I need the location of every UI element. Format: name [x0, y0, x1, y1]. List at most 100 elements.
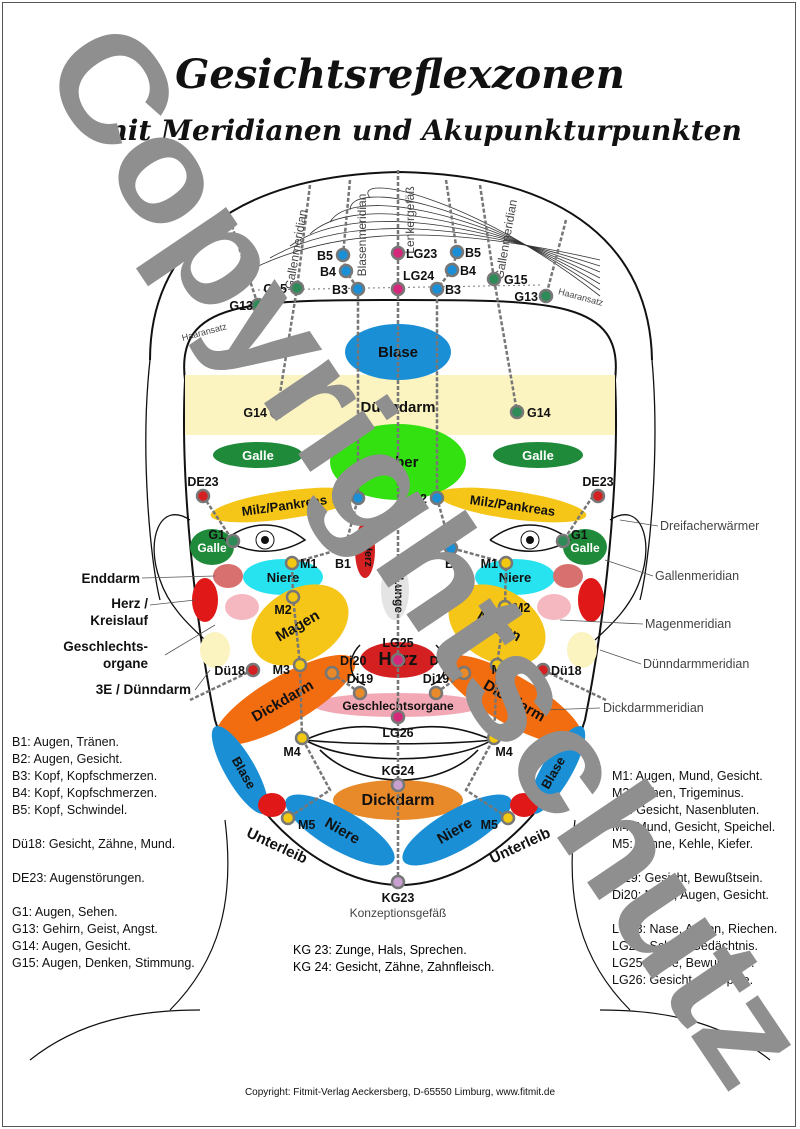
acupoint-label: Di20	[430, 654, 456, 668]
zone-milz-pankreas	[210, 487, 360, 523]
acupoint-label: B4	[320, 265, 336, 279]
legend-line: Di19: Gesicht, Bewußtsein.	[612, 871, 763, 885]
zone-magen	[448, 584, 546, 666]
side-label-left: Herz /	[111, 596, 148, 611]
meridian-label: Lenkergefäß	[403, 186, 417, 253]
iris	[520, 530, 540, 550]
acupoint-label: M2	[513, 601, 530, 615]
zone-galle-label: Galle	[197, 541, 227, 555]
leader-line	[194, 669, 211, 691]
acupoint-label: Dü18	[551, 664, 582, 678]
side-label-left: Enddarm	[81, 571, 140, 586]
legend-line: B5: Kopf, Schwindel.	[12, 803, 128, 817]
legend-line: G1: Augen, Sehen.	[12, 905, 118, 919]
meridian-line	[478, 184, 519, 413]
legend-line: LG23: Nase, Augen, Riechen.	[612, 922, 778, 936]
zone-niere	[285, 794, 395, 866]
acupoint-b1	[337, 540, 353, 556]
legend-line: G13: Gehirn, Geist, Angst.	[12, 922, 158, 936]
zone-galle	[563, 529, 607, 565]
acupoint-m4	[294, 730, 310, 746]
legend-line: Dü18: Gesicht, Zähne, Mund.	[12, 837, 176, 851]
acupoint-g14	[509, 404, 525, 420]
zone-herz-label: Herz	[362, 543, 374, 567]
acupoint-label: B5	[317, 249, 333, 263]
legend-line: G14: Augen, Gesicht.	[12, 939, 131, 953]
legend-line: M2: Sehen, Trigeminus.	[612, 786, 745, 800]
acupoint-label: DE23	[582, 475, 613, 489]
reflex-spot	[553, 564, 583, 588]
legend-line: KG 23: Zunge, Hals, Sprechen.	[293, 943, 467, 957]
zone-leber-label: Leber	[378, 454, 419, 471]
acupoint-g1	[555, 533, 571, 549]
leader-line	[559, 619, 644, 625]
page-subtitle: mit Meridianen und Akupunkturpunkten	[98, 114, 742, 147]
acupoint-lg24	[390, 281, 406, 297]
acupoint-label: G13	[514, 290, 538, 304]
acupoint-label: B4	[460, 264, 476, 278]
zone-galle	[190, 529, 234, 565]
acupoint-g15	[289, 280, 305, 296]
reflex-spot	[578, 578, 604, 622]
copyright-notice: Copyright: Fitmit-Verlag Aeckersberg, D-…	[244, 1087, 556, 1098]
side-label-right: Dünndarmmeridian	[643, 657, 749, 671]
acupoint-b5	[449, 244, 465, 260]
zone-lunge-label: Lunge	[392, 577, 406, 613]
zone-galle-label: Galle	[242, 448, 274, 463]
acupoint-label: M3	[492, 663, 509, 677]
acupoint-label: LG23	[406, 247, 437, 261]
acupoint-label: M3	[273, 663, 290, 677]
reflex-spot	[192, 578, 218, 622]
acupoint-label: M2	[274, 603, 291, 617]
iris	[255, 530, 275, 550]
hair-strand	[289, 221, 601, 273]
legend-right: M1: Augen, Mund, Gesicht.M2: Sehen, Trig…	[612, 768, 777, 989]
acupoint-m2	[285, 589, 301, 605]
zone-lunge	[381, 560, 409, 620]
acupoint-label: B2	[411, 492, 427, 506]
hair-strand	[269, 228, 601, 267]
legend-line: M5: Zähne, Kehle, Kiefer.	[612, 837, 754, 851]
zone-magen	[251, 584, 349, 666]
acupoint-label: Di19	[423, 672, 449, 686]
reflex-spot	[567, 632, 597, 668]
legend-line: LG24: Schlaf, Gedächtnis.	[612, 939, 758, 953]
zone-blase	[211, 726, 269, 814]
zone-dickdarm	[214, 654, 356, 746]
pupil	[526, 536, 534, 544]
hair-strand	[249, 234, 601, 271]
acupoint-di20	[456, 665, 472, 681]
acupoint-m1	[284, 555, 300, 571]
meridian-line	[435, 179, 509, 820]
acupoint-m4	[486, 730, 502, 746]
acupoint-dü18	[535, 662, 551, 678]
acupoint-b2	[429, 490, 445, 506]
legend-line: M3: Gesicht, Nasenbluten.	[612, 803, 760, 817]
page-title: Gesichtsreflexzonen	[175, 51, 625, 98]
acupoint-de23	[195, 488, 211, 504]
acupoint-label: B2	[332, 492, 348, 506]
acupoint-di19	[352, 685, 368, 701]
acupoint-di20	[324, 665, 340, 681]
zone-blase	[528, 726, 586, 814]
acupoint-m1	[498, 555, 514, 571]
zone-dickdarm	[441, 654, 583, 746]
zone-niere	[402, 794, 512, 866]
acupoint-label: G1	[208, 528, 225, 542]
meridian-line	[228, 219, 260, 306]
ears	[153, 514, 647, 641]
nose	[350, 644, 446, 686]
acupoint-b3	[429, 281, 445, 297]
acupoint-label: B3	[332, 283, 348, 297]
acupoint-label: KG23	[382, 891, 415, 905]
reflex-spot	[200, 632, 230, 668]
acupoint-kg23	[390, 874, 406, 890]
acupoint-label: B3	[445, 283, 461, 297]
acupoint-m3	[489, 657, 505, 673]
acupoint-label: DE23	[187, 475, 218, 489]
hair-strand	[329, 205, 601, 285]
acupoint-lg23	[390, 245, 406, 261]
acupoint-m5	[280, 810, 296, 826]
